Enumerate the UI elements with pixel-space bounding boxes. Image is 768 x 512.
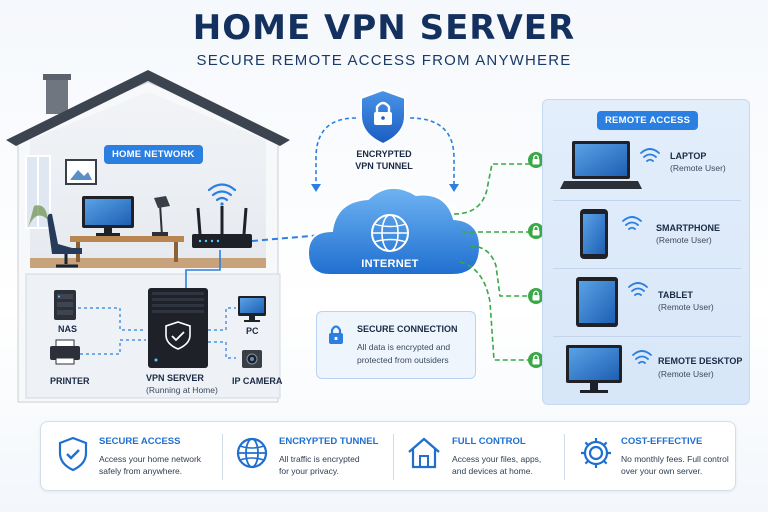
feature-desc-line1: All traffic is encrypted <box>279 454 360 464</box>
laptop-icon <box>560 141 642 189</box>
feature-bar: SECURE ACCESS Access your home network s… <box>40 421 736 491</box>
vpn-server-sublabel: (Running at Home) <box>146 385 218 395</box>
desktop-icon <box>566 345 622 393</box>
laptop-sublabel: (Remote User) <box>670 163 726 173</box>
laptop-label: LAPTOP <box>670 151 707 161</box>
shield-lock-icon <box>360 88 406 146</box>
remote-wifi-icons <box>622 148 660 364</box>
lock-badge-icons <box>528 152 544 368</box>
remote-devices-graphics <box>560 141 660 393</box>
home-icon <box>408 437 440 469</box>
smartphone-sublabel: (Remote User) <box>656 235 712 245</box>
monitor-icon <box>238 296 266 322</box>
feature-desc-line1: No monthly fees. Full control <box>621 454 729 464</box>
pc-label: PC <box>246 326 259 336</box>
feature-encrypted-tunnel: ENCRYPTED TUNNEL All traffic is encrypte… <box>223 422 393 492</box>
printer-icon <box>50 339 80 365</box>
vpn-server-label: VPN SERVER <box>146 373 204 383</box>
feature-secure-access: SECURE ACCESS Access your home network s… <box>41 422 215 492</box>
feature-cost-effective: COST-EFFECTIVE No monthly fees. Full con… <box>565 422 735 492</box>
page-title: HOME VPN SERVER <box>192 8 576 48</box>
feature-desc-line2: and devices at home. <box>452 466 533 476</box>
smartphone-icon <box>580 209 608 259</box>
tablet-label: TABLET <box>658 290 693 300</box>
remote-access-badge: REMOTE ACCESS <box>597 111 699 130</box>
vpn-server-icon <box>148 288 208 368</box>
tunnel-label-line2: VPN TUNNEL <box>355 161 413 171</box>
internet-label: INTERNET <box>361 258 419 270</box>
nas-label: NAS <box>58 324 78 334</box>
feature-desc-line2: for your privacy. <box>279 466 339 476</box>
feature-full-control: FULL CONTROL Access your files, apps, an… <box>394 422 564 492</box>
ip-camera-label: IP CAMERA <box>232 376 283 386</box>
feature-desc-line2: over your own server. <box>621 466 703 476</box>
tunnel-label-line1: ENCRYPTED <box>356 149 412 159</box>
feature-title: FULL CONTROL <box>452 436 526 447</box>
secure-connection-line2: protected from outsiders <box>357 355 449 365</box>
feature-title: ENCRYPTED TUNNEL <box>279 436 379 447</box>
nas-icon <box>54 290 76 320</box>
secure-connection-title: SECURE CONNECTION <box>357 324 458 334</box>
wifi-icon <box>207 183 237 206</box>
page-subtitle: SECURE REMOTE ACCESS FROM ANYWHERE <box>196 52 572 69</box>
secure-connection-line1: All data is encrypted and <box>357 342 451 352</box>
home-network-badge: HOME NETWORK <box>104 145 203 164</box>
smartphone-label: SMARTPHONE <box>656 223 721 233</box>
printer-label: PRINTER <box>50 376 90 386</box>
tablet-sublabel: (Remote User) <box>658 302 714 312</box>
remote-desktop-label: REMOTE DESKTOP <box>658 356 743 366</box>
feature-title: COST-EFFECTIVE <box>621 436 703 447</box>
tablet-icon <box>576 277 618 327</box>
feature-title: SECURE ACCESS <box>99 436 181 447</box>
secure-connection-box: SECURE CONNECTION All data is encrypted … <box>316 311 476 379</box>
lock-icon <box>329 325 343 344</box>
globe-icon <box>236 437 268 469</box>
camera-icon <box>242 350 262 368</box>
feature-desc-line2: safely from anywhere. <box>99 466 183 476</box>
feature-desc-line1: Access your home network <box>99 454 202 464</box>
feature-desc-line1: Access your files, apps, <box>452 454 542 464</box>
remote-desktop-sublabel: (Remote User) <box>658 369 714 379</box>
gear-icon <box>581 438 611 468</box>
shield-check-icon <box>58 436 88 472</box>
